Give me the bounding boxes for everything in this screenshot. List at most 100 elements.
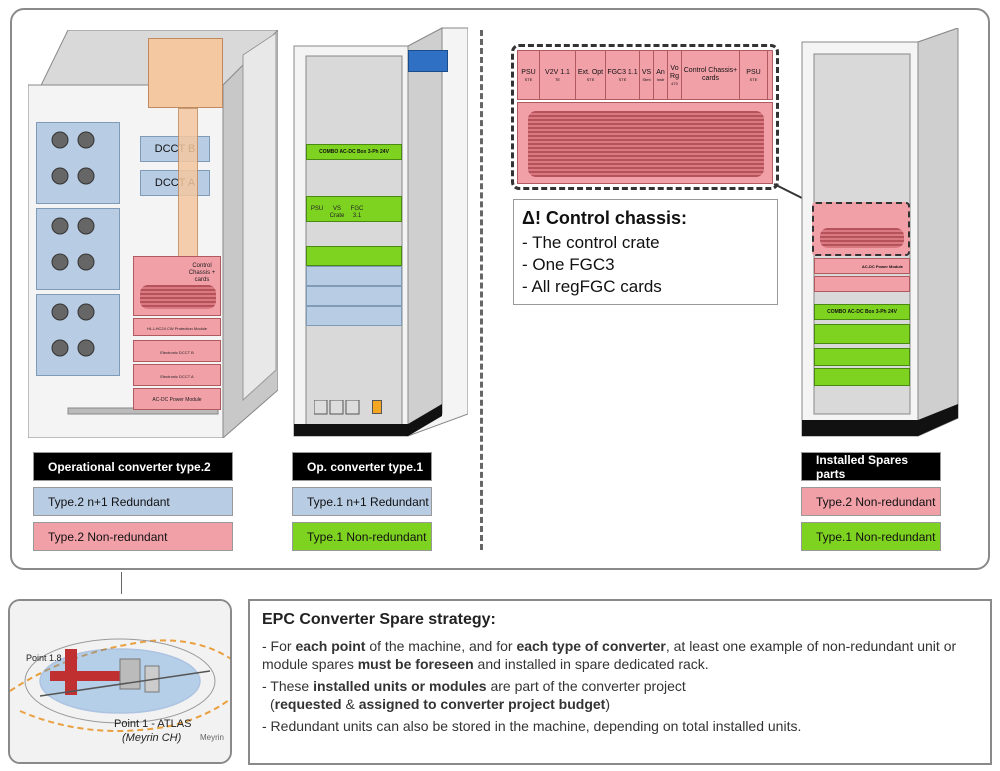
legend-operational-type1: Op. converter type.1 — [292, 452, 432, 481]
chassis-card-sub: Instr — [656, 76, 665, 82]
protection-module-label: HL-LHC24 CW Protection Module — [146, 326, 208, 331]
legend-operational-type2: Operational converter type.2 — [33, 452, 233, 481]
legend-type2-nonredundant-label: Type.2 Non-redundant — [48, 529, 168, 544]
type1-blue-module-3 — [306, 306, 402, 326]
map-illustration — [10, 601, 230, 762]
chassis-grill — [140, 285, 216, 309]
converter-panel-frame — [10, 8, 990, 570]
s1d: each type of converter — [516, 638, 666, 654]
section-divider — [480, 30, 483, 550]
s1g: and installed in spare dedicated rack. — [473, 656, 709, 672]
s1a: - For — [262, 638, 296, 654]
type1-green-module-1 — [306, 246, 402, 266]
s2g: assigned to converter project budget — [358, 696, 606, 712]
control-chassis-small: Control Chassis + cards — [133, 256, 221, 316]
type1-psu-label: PSU — [310, 206, 324, 212]
callout-line-3: - All regFGC cards — [522, 277, 662, 296]
point1-map: Point 1.8 Point 1 - ATLAS (Meyrin CH) Me… — [8, 599, 232, 764]
chassis-card-7: Control Chassis+ cards — [682, 51, 740, 99]
legend-operational-type2-label: Operational converter type.2 — [48, 459, 211, 474]
s2d: ( — [270, 696, 275, 712]
spares-control-chassis — [812, 202, 910, 256]
chassis-body — [517, 102, 773, 184]
spares-green-module-3 — [814, 368, 910, 386]
electronic-dcct-b-label: Electronic DCCT B — [160, 350, 194, 355]
electronic-dcct-a-label: Electronic DCCT A — [160, 374, 194, 379]
electronic-dcct-a: Electronic DCCT A — [133, 364, 221, 386]
chassis-card-sub: STE — [524, 76, 533, 82]
control-chassis-callout: Δ! Control chassis: - The control crate … — [513, 199, 778, 305]
cable-connector — [408, 50, 448, 72]
map-label-atlas: Point 1 - ATLAS — [114, 718, 192, 730]
s2c: are part of the converter project — [486, 678, 686, 694]
combo-box-type1-label: COMBO AC-DC Box 3-Ph 24V — [319, 149, 389, 155]
strategy-paragraph-2: - These installed units or modules are p… — [262, 677, 978, 713]
map-label-meyrin-corner: Meyrin — [200, 733, 225, 742]
legend-type2-redundant-label: Type.2 n+1 Redundant — [48, 494, 170, 509]
type1-fgc-label: FGC 3.1 — [350, 206, 364, 219]
chassis-card-name: PSU — [746, 68, 761, 76]
chassis-card-name: An — [656, 68, 665, 76]
fan-grid — [48, 128, 118, 378]
chassis-card-name: FGC3 1.1 — [607, 68, 638, 76]
type2-cabinet: DCCT B DCCT A Control Chassis + cards HL… — [27, 28, 279, 440]
chassis-card-name: PSU — [521, 68, 536, 76]
spares-cabinet: AC-DC Power Module COMBO AC-DC Box 3-Ph … — [800, 27, 962, 438]
callout-title: Δ! Control chassis: — [522, 208, 687, 228]
type1-cabinet: COMBO AC-DC Box 3-Ph 24V PSU VS Crate FG… — [292, 24, 469, 440]
s2a: - These — [262, 678, 314, 694]
chassis-card-sub: STE — [749, 76, 758, 82]
spares-acdc-module: AC-DC Power Module — [814, 258, 910, 274]
chassis-card-sub: STE — [618, 76, 627, 82]
panel-connector-tick — [121, 572, 122, 594]
spares-acdc-label: AC-DC Power Module — [861, 264, 903, 269]
spares-chassis-grill — [820, 228, 904, 248]
type1-breakers — [313, 399, 364, 416]
legend-installed-spares-label: Installed Spares parts — [816, 452, 909, 481]
legend-type1-nonredundant: Type.1 Non-redundant — [292, 522, 432, 551]
chassis-card-sub: STE — [586, 76, 595, 82]
s2h: ) — [605, 696, 610, 712]
fgc-crate-type1: PSU VS Crate FGC 3.1 — [306, 196, 402, 222]
type1-blue-module-1 — [306, 266, 402, 286]
legend-operational-type1-label: Op. converter type.1 — [307, 459, 424, 474]
spare-strategy-box: EPC Converter Spare strategy: - For each… — [248, 599, 992, 765]
s1b: each point — [295, 638, 366, 654]
strategy-paragraph-1: - For each point of the machine, and for… — [262, 637, 978, 673]
type1-fuse — [372, 400, 382, 414]
legend-type1-redundant: Type.1 n+1 Redundant — [292, 487, 432, 516]
s2b: installed units or modules — [313, 678, 487, 694]
busbar-assembly — [148, 38, 223, 108]
acdc-module-type2-label: AC-DC Power Module — [152, 397, 202, 403]
s1e: , at least one example of non-redundant … — [262, 638, 957, 672]
chassis-grill-large — [528, 111, 764, 177]
dcct-b-block: DCCT B — [140, 136, 210, 162]
legend-spares-type1-label: Type.1 Non-redundant — [816, 529, 936, 544]
chassis-card-sub: 470 — [671, 80, 678, 86]
chassis-card-name: VS — [641, 68, 652, 76]
chassis-card-name: Control Chassis+ cards — [683, 67, 738, 82]
spares-pink-module — [814, 276, 910, 292]
legend-type2-nonredundant: Type.2 Non-redundant — [33, 522, 233, 551]
strategy-title: EPC Converter Spare strategy: — [262, 611, 496, 628]
chassis-card-name: Vo Rg — [670, 64, 679, 80]
legend-spares-type2: Type.2 Non-redundant — [801, 487, 941, 516]
map-label-point18: Point 1.8 — [26, 653, 62, 663]
spares-green-module-2 — [814, 348, 910, 366]
type1-vs-label: VS Crate — [329, 206, 345, 219]
legend-installed-spares: Installed Spares parts — [801, 452, 941, 481]
callout-line-1: - The control crate — [522, 233, 660, 252]
spares-combo-box: COMBO AC-DC Box 3-Ph 24V — [814, 304, 910, 320]
legend-type1-nonredundant-label: Type.1 Non-redundant — [307, 529, 427, 544]
s2e: requested — [274, 696, 342, 712]
combo-box-type1: COMBO AC-DC Box 3-Ph 24V — [306, 144, 402, 160]
chassis-card-name: Ext. Opt — [577, 68, 604, 76]
legend-type1-redundant-label: Type.1 n+1 Redundant — [307, 494, 429, 509]
type1-cabinet-frame — [293, 27, 469, 437]
